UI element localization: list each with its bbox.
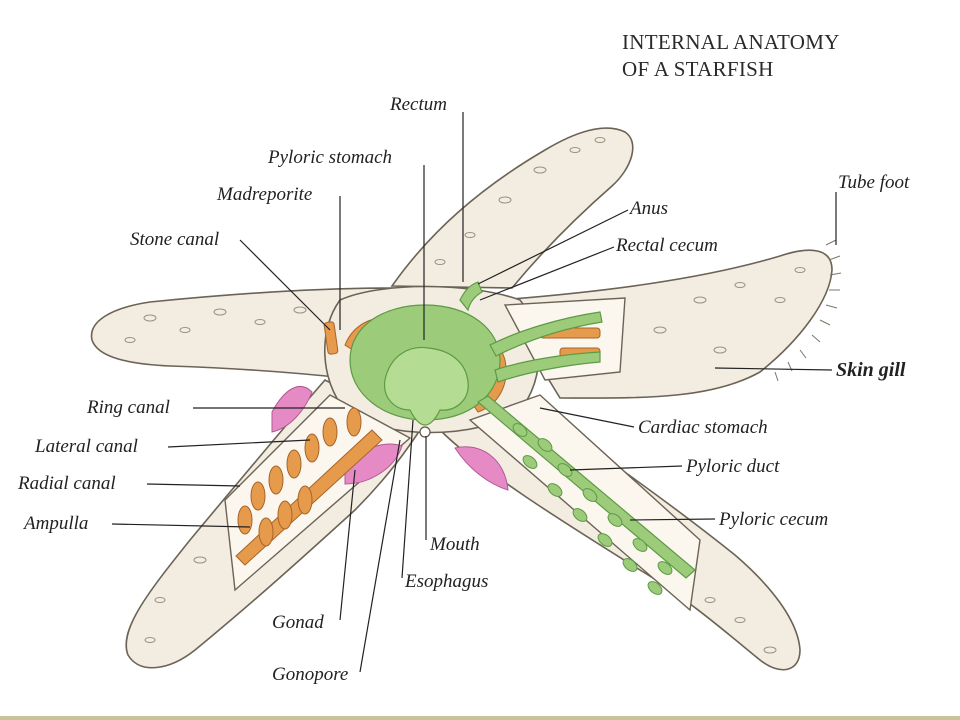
label-madreporite: Madreporite bbox=[216, 184, 312, 205]
gonad-left-arm bbox=[271, 386, 313, 433]
label-anus: Anus bbox=[628, 198, 668, 219]
digestive-system bbox=[349, 281, 696, 579]
label-stone-canal: Stone canal bbox=[130, 229, 219, 250]
label-gonopore: Gonopore bbox=[272, 664, 348, 685]
leader-lines bbox=[111, 112, 837, 673]
label-radial-canal: Radial canal bbox=[17, 473, 116, 494]
cardiac-stomach-shape bbox=[383, 346, 469, 426]
label-rectal-cecum: Rectal cecum bbox=[615, 235, 718, 256]
gonad-lower-right bbox=[454, 446, 509, 491]
mouth-opening bbox=[419, 426, 431, 438]
labels: Rectum Pyloric stomach Madreporite Stone… bbox=[17, 94, 910, 685]
label-pyloric-duct: Pyloric duct bbox=[685, 456, 780, 477]
label-mouth: Mouth bbox=[429, 534, 480, 555]
label-pyloric-stomach: Pyloric stomach bbox=[267, 147, 392, 168]
label-ring-canal: Ring canal bbox=[86, 397, 170, 418]
label-gonad: Gonad bbox=[272, 612, 324, 633]
tube-feet-fringe bbox=[774, 239, 842, 382]
label-esophagus: Esophagus bbox=[404, 571, 488, 592]
gonads bbox=[271, 386, 509, 491]
label-cardiac-stomach: Cardiac stomach bbox=[638, 417, 768, 438]
diagram-title-line-2: OF A STARFISH bbox=[622, 57, 774, 81]
cutaway-lower-right bbox=[468, 394, 701, 612]
label-pyloric-cecum: Pyloric cecum bbox=[718, 509, 828, 530]
arm-upper-right bbox=[390, 127, 634, 289]
pyloric-ceca bbox=[512, 423, 673, 595]
bottom-rule bbox=[0, 716, 960, 720]
label-ampulla: Ampulla bbox=[22, 513, 88, 534]
label-tube-foot: Tube foot bbox=[838, 172, 910, 193]
diagram-title-line-1: INTERNAL ANATOMY bbox=[622, 30, 840, 54]
skin-texture bbox=[124, 137, 806, 654]
label-skin-gill: Skin gill bbox=[836, 359, 906, 381]
arm-upper-left bbox=[90, 287, 394, 379]
label-lateral-canal: Lateral canal bbox=[34, 436, 138, 457]
label-rectum: Rectum bbox=[389, 94, 447, 115]
